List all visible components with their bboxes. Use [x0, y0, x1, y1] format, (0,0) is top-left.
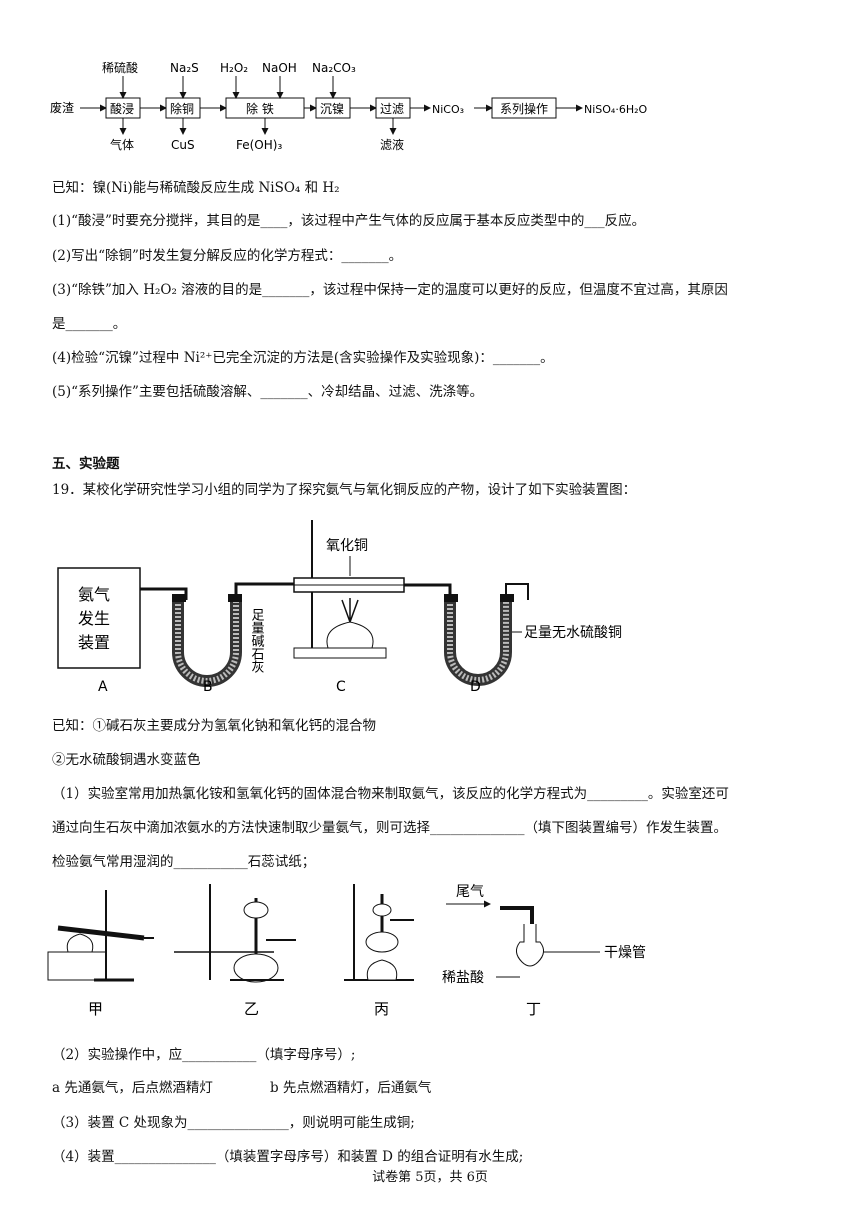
q19-part2: （2）实验操作中，应___________（填字母序号）; — [52, 1047, 356, 1063]
flow-step-1: 酸浸 — [110, 101, 134, 116]
q18-part3b: 是_______。 — [52, 316, 127, 332]
letter-c: C — [336, 679, 346, 695]
device-a-line2: 发生 — [78, 609, 110, 628]
flow-step-5: 过滤 — [380, 102, 404, 116]
flow-start: 废渣 — [50, 100, 74, 115]
reagent-1: 稀硫酸 — [102, 60, 138, 75]
q19-part1c: 检验氨气常用湿润的___________石蕊试纸； — [52, 854, 316, 870]
flow-intermediate: NiCO₃ — [432, 103, 464, 116]
tail-gas-label: 尾气 — [456, 884, 484, 900]
reagent-4: NaOH — [262, 61, 297, 75]
q19-known2: ②无水硫酸铜遇水变蓝色 — [52, 752, 201, 768]
flow-step-6: 系列操作 — [500, 101, 548, 116]
q19-option-b: b 先点燃酒精灯，后通氨气 — [270, 1080, 432, 1096]
q18-part4: (4)检验“沉镍”过程中 Ni²⁺已完全沉淀的方法是(含实验操作及实验现象)：_… — [52, 350, 554, 366]
output-4: 滤液 — [380, 137, 404, 152]
output-3: Fe(OH)₃ — [236, 138, 282, 152]
output-1: 气体 — [110, 137, 134, 152]
letter-d: D — [470, 679, 481, 695]
q18-part5: (5)“系列操作”主要包括硫酸溶解、_______、冷却结晶、过滤、洗涤等。 — [52, 384, 484, 400]
q19-option-a: a 先通氨气，后点燃酒精灯 — [52, 1080, 213, 1096]
q19-part3: （3）装置 C 处现象为_______________，则说明可能生成铜; — [52, 1115, 415, 1131]
device-b-label: 足量碱石灰 — [249, 608, 265, 673]
device-c-label: 氧化铜 — [326, 538, 368, 554]
page-footer: 试卷第 5页，共 6页 — [372, 1170, 488, 1185]
q19-part1b: 通过向生石灰中滴加浓氨水的方法快速制取少量氨气，则可选择____________… — [52, 820, 727, 836]
device-d-label: 足量无水硫酸铜 — [524, 625, 622, 641]
q19-part4: （4）装置_______________（填装置字母序号）和装置 D 的组合证明… — [52, 1149, 524, 1165]
device-yi: 乙 — [244, 1000, 259, 1018]
apparatus-diagram: 氨气 发生 装置 足量碱石灰 氧化铜 足量无水硫酸铜 A B C D — [57, 520, 622, 695]
q19-part1a: （1）实验室常用加热氯化铵和氢氧化钙的固体混合物来制取氨气，该反应的化学方程式为… — [52, 786, 729, 802]
device-ding: 丁 — [526, 1000, 541, 1018]
output-2: CuS — [171, 138, 195, 152]
device-a-line3: 装置 — [78, 633, 110, 652]
dilute-hcl-label: 稀盐酸 — [442, 970, 484, 986]
flow-step-2: 除铜 — [170, 101, 194, 116]
section-heading: 五、实验题 — [52, 456, 120, 472]
letter-b: B — [203, 679, 213, 695]
device-jia: 甲 — [88, 1000, 103, 1018]
reagent-2: Na₂S — [170, 61, 199, 75]
letter-a: A — [98, 679, 108, 695]
q18-known: 已知：镍(Ni)能与稀硫酸反应生成 NiSO₄ 和 H₂ — [52, 180, 340, 196]
q18-part1: (1)“酸浸”时要充分搅拌，其目的是____，该过程中产生气体的反应属于基本反应… — [52, 213, 646, 229]
flow-step-4: 沉镍 — [320, 102, 344, 116]
drying-tube-label: 干燥管 — [604, 945, 646, 961]
reagent-3: H₂O₂ — [220, 61, 248, 75]
device-bing: 丙 — [374, 1000, 389, 1018]
q19-intro: 19．某校化学研究性学习小组的同学为了探究氨气与氧化铜反应的产物，设计了如下实验… — [52, 482, 637, 498]
flow-final: NiSO₄·6H₂O — [584, 103, 648, 116]
process-flowchart: 废渣 酸浸 除铜 除 铁 沉镍 过滤 NiCO₃ 系列操作 NiSO₄·6H₂O… — [50, 60, 648, 152]
q18-part3a: (3)“除铁”加入 H₂O₂ 溶液的目的是_______，该过程中保持一定的温度… — [52, 282, 728, 298]
q19-known1: 已知：①碱石灰主要成分为氢氧化钠和氧化钙的混合物 — [52, 718, 376, 734]
generator-devices-diagram: 甲 乙 丙 尾气 干燥管 稀盐酸 丁 — [47, 884, 646, 1018]
flow-step-3: 除 铁 — [246, 101, 274, 116]
device-a-line1: 氨气 — [78, 585, 110, 604]
q18-part2: (2)写出“除铜”时发生复分解反应的化学方程式：_______。 — [52, 248, 403, 264]
reagent-5: Na₂CO₃ — [312, 61, 356, 75]
